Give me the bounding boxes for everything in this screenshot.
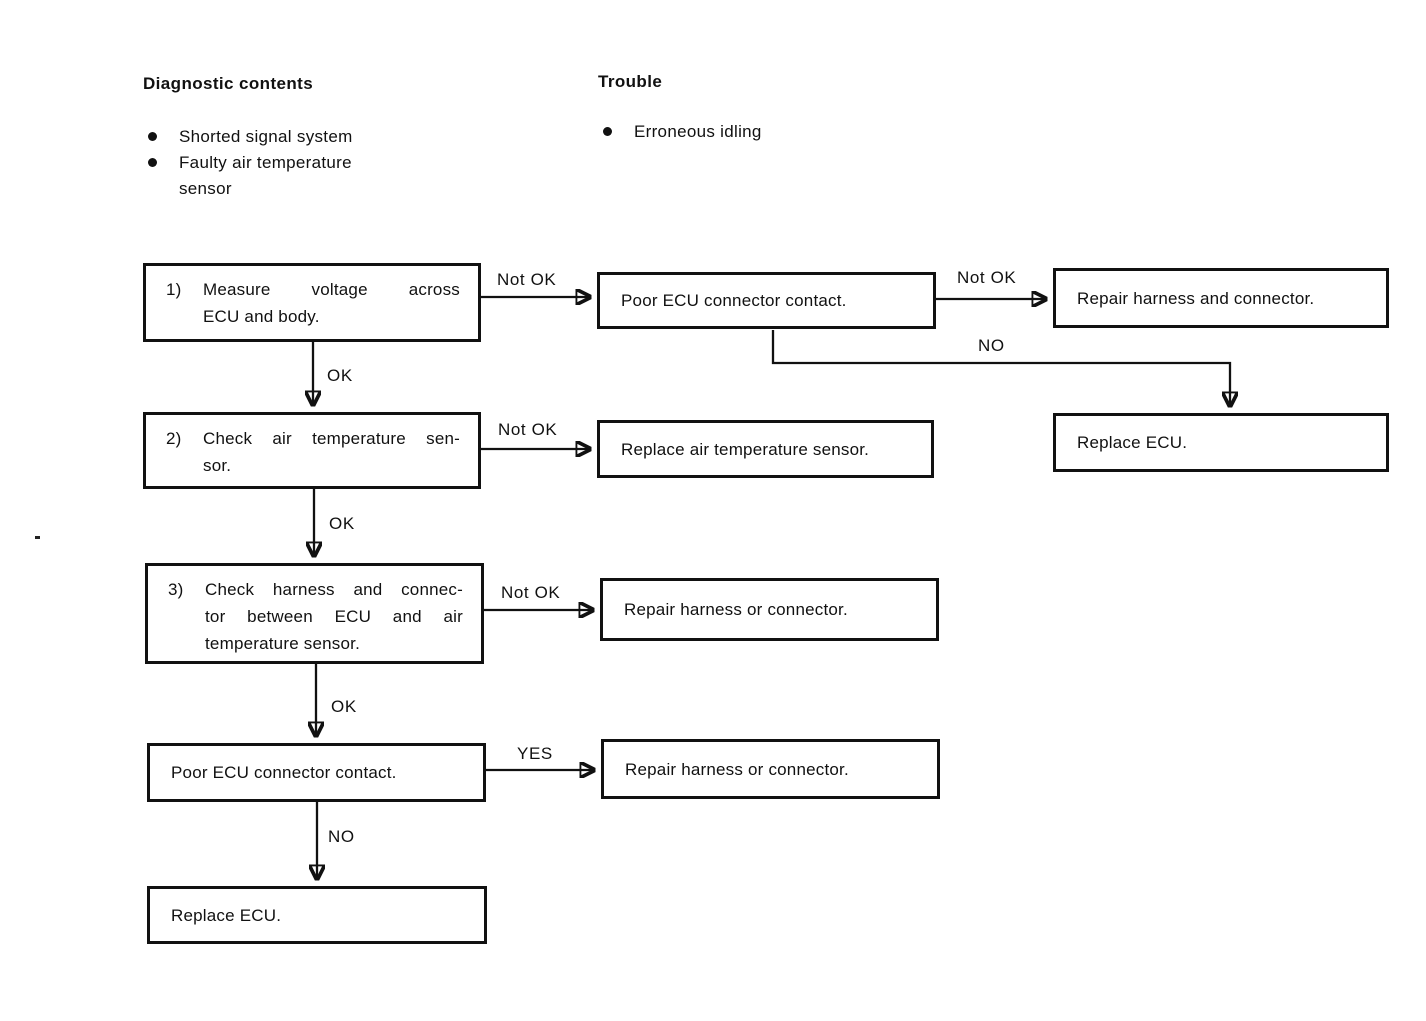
- trouble-item: Erroneous idling: [598, 119, 762, 145]
- edge-label-step3-not-ok: Not OK: [501, 583, 561, 602]
- flow-box-repair-harness-and-connector: Repair harness and connector.: [1053, 268, 1389, 328]
- edge-label-step1-not-ok: Not OK: [497, 270, 557, 289]
- flow-box-step3: 3) Check harness and connec- tor between…: [145, 563, 484, 664]
- box-text-line: Replace air temperature sensor.: [621, 439, 870, 459]
- scan-speck: [35, 536, 40, 539]
- box-text-line: sor.: [203, 456, 232, 475]
- box-text-line: temperature sensor.: [205, 634, 360, 653]
- step2-text: Check air temperature sen- sor.: [203, 425, 460, 486]
- flow-box-repair-harness-or-connector-2: Repair harness or connector.: [601, 739, 940, 799]
- flow-box-step1: 1) Measure voltage across ECU and body.: [143, 263, 481, 342]
- diagnostic-contents-list: Shorted signal system Faulty air tempera…: [143, 124, 394, 202]
- diagnostic-item-label: Faulty air temperature sensor: [179, 153, 352, 198]
- step3-number: 3): [168, 580, 184, 599]
- trouble-item-label: Erroneous idling: [634, 122, 762, 141]
- edge-label-poor-ecu2-yes: YES: [517, 744, 553, 763]
- step1-text: Measure voltage across ECU and body.: [203, 276, 460, 339]
- flow-box-repair-harness-or-connector-1: Repair harness or connector.: [600, 578, 939, 641]
- flow-box-replace-air-temp-sensor: Replace air temperature sensor.: [597, 420, 934, 478]
- box-text-line: Repair harness and connector.: [1077, 288, 1315, 308]
- box-text-line: Poor ECU connector contact.: [621, 291, 847, 310]
- diagnostic-item: Faulty air temperature sensor: [143, 150, 394, 202]
- step2-number: 2): [166, 429, 182, 448]
- bullet-icon: [148, 158, 157, 167]
- box-text-line: tor between ECU and air: [205, 607, 463, 626]
- flow-box-poor-ecu-bottom: Poor ECU connector contact.: [147, 743, 486, 802]
- box-text-line: Poor ECU connector contact.: [171, 763, 397, 782]
- diagnostic-item: Shorted signal system: [143, 124, 394, 150]
- box-text-line: Check air temperature sen-: [203, 429, 460, 448]
- box-text-line: Measure voltage across: [203, 280, 460, 299]
- box-text-line: ECU and body.: [203, 307, 320, 326]
- bullet-icon: [148, 132, 157, 141]
- flow-box-replace-ecu-bottom: Replace ECU.: [147, 886, 487, 944]
- edge-label-poor-ecu2-no: NO: [328, 827, 355, 846]
- flow-box-step2: 2) Check air temperature sen- sor.: [143, 412, 481, 489]
- flow-box-poor-ecu-top: Poor ECU connector contact.: [597, 272, 936, 329]
- edge-label-step2-ok: OK: [329, 514, 355, 533]
- edge-label-step1-ok: OK: [327, 366, 353, 385]
- trouble-title: Trouble: [598, 72, 663, 91]
- edge-label-poor-ecu-no: NO: [978, 336, 1005, 355]
- trouble-list: Erroneous idling: [598, 119, 762, 145]
- diagnostic-contents-title: Diagnostic contents: [143, 74, 314, 93]
- edge-label-step3-ok: OK: [331, 697, 357, 716]
- box-text-line: Check harness and connec-: [205, 580, 463, 599]
- flow-box-replace-ecu-right: Replace ECU.: [1053, 413, 1389, 472]
- edge-label-step2-not-ok: Not OK: [498, 420, 558, 439]
- box-text-line: Replace ECU.: [171, 905, 282, 925]
- step3-text: Check harness and connec- tor between EC…: [205, 576, 463, 661]
- diagnostic-item-label: Shorted signal system: [179, 127, 353, 146]
- box-text-line: Repair harness or connector.: [625, 759, 849, 779]
- step1-number: 1): [166, 280, 182, 299]
- box-text-line: Replace ECU.: [1077, 433, 1188, 452]
- edge-label-poor-ecu-not-ok: Not OK: [957, 268, 1017, 287]
- bullet-icon: [603, 127, 612, 136]
- box-text-line: Repair harness or connector.: [624, 600, 848, 619]
